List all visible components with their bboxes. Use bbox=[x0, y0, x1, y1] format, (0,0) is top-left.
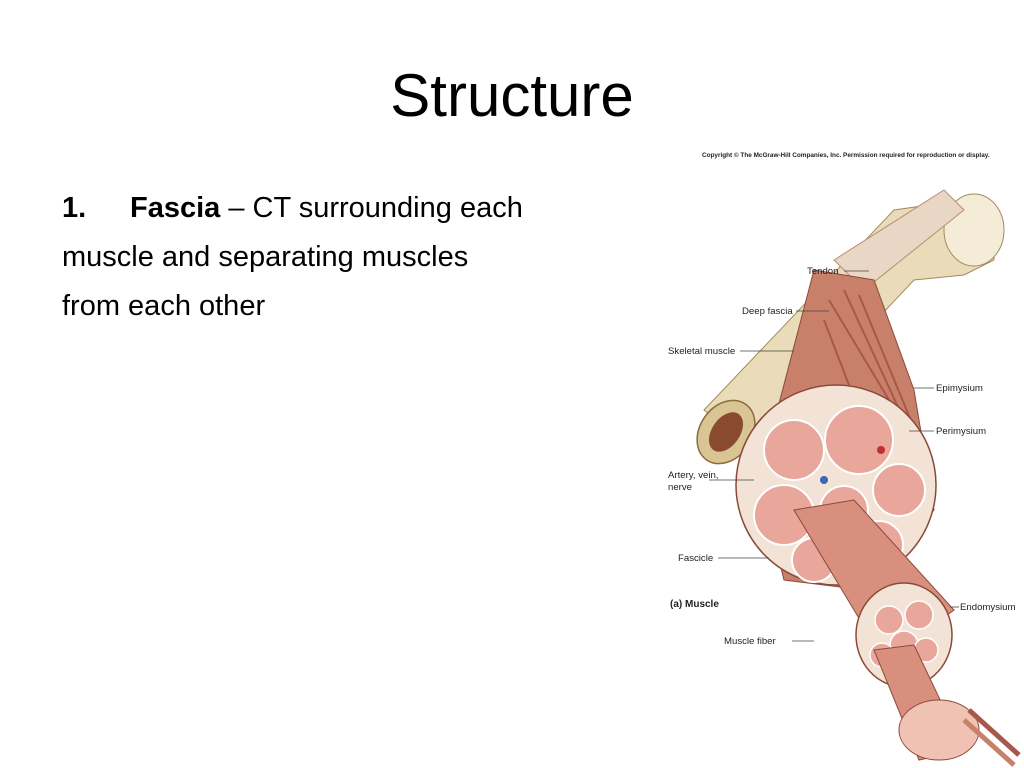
muscle-anatomy-figure: Copyright © The McGraw-Hill Companies, I… bbox=[664, 150, 1024, 768]
label-endomysium: Endomysium bbox=[960, 602, 1016, 613]
bullet-number: 1. bbox=[62, 192, 87, 224]
copyright-notice: Copyright © The McGraw-Hill Companies, I… bbox=[702, 152, 990, 159]
label-muscle-fiber: Muscle fiber bbox=[724, 636, 776, 647]
bullet-text-1: – CT surrounding each bbox=[220, 192, 523, 224]
label-fascicle: Fascicle bbox=[678, 553, 714, 564]
figure-caption: (a) Muscle bbox=[670, 599, 719, 610]
bullet-item-fascia: 1. Fascia – CT surrounding each muscle an… bbox=[62, 184, 622, 331]
label-deep-fascia: Deep fascia bbox=[742, 306, 793, 317]
leader-lines bbox=[709, 270, 959, 642]
label-tendon: Tendon bbox=[807, 266, 839, 277]
label-artery-vein: Artery, vein, bbox=[668, 470, 719, 481]
bullet-line-2: muscle and separating muscles bbox=[62, 241, 469, 273]
bullet-line-3: from each other bbox=[62, 290, 266, 322]
label-nerve: nerve bbox=[668, 482, 692, 493]
muscle-illustration bbox=[696, 189, 1021, 767]
slide-title: Structure bbox=[390, 62, 634, 129]
fascicle-shape bbox=[793, 499, 955, 688]
label-epimysium: Epimysium bbox=[936, 383, 983, 394]
bullet-line-1: 1. Fascia – CT surrounding each bbox=[62, 184, 622, 233]
label-skeletal-muscle: Skeletal muscle bbox=[668, 346, 736, 357]
bullet-term: Fascia bbox=[130, 192, 221, 224]
label-perimysium: Perimysium bbox=[936, 426, 987, 437]
muscle-fiber-shape bbox=[873, 644, 1021, 767]
